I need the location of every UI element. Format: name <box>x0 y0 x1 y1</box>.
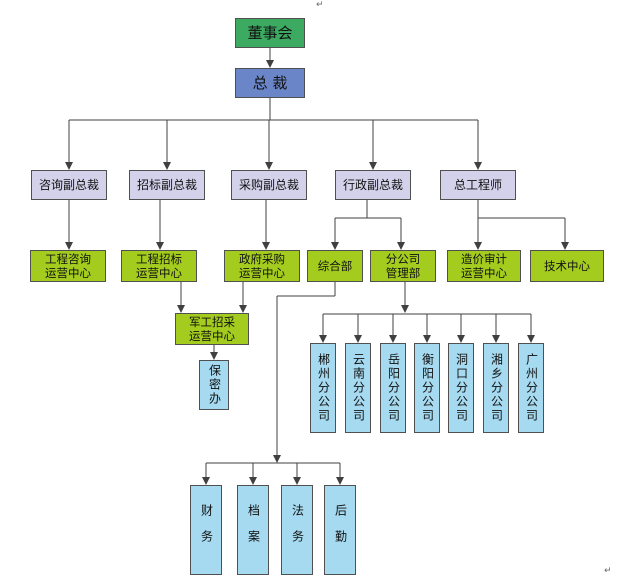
board-node: 董事会 <box>235 18 305 48</box>
military-center-node: 军工招采 运营中心 <box>175 313 249 345</box>
chief-engineer-node: 总工程师 <box>440 170 516 200</box>
branch-node: 郴州分公司 <box>310 343 336 433</box>
paragraph-mark-bottom: ↵ <box>604 566 612 576</box>
vp-consult-node: 咨询副总裁 <box>31 170 107 200</box>
branch-node: 岳阳分公司 <box>380 343 406 433</box>
vp-admin-node: 行政副总裁 <box>335 170 411 200</box>
cost-audit-center-node: 造价审计 运营中心 <box>447 250 521 282</box>
vp-bidding-node: 招标副总裁 <box>129 170 205 200</box>
branch-mgmt-node: 分公司 管理部 <box>370 250 436 282</box>
branch-node: 洞口分公司 <box>448 343 474 433</box>
department-node: 档案 <box>237 485 269 575</box>
vp-purchase-node: 采购副总裁 <box>231 170 307 200</box>
department-node: 财务 <box>190 485 222 575</box>
branch-node: 广州分公司 <box>518 343 544 433</box>
secrecy-office-node: 保密办 <box>199 360 229 410</box>
branch-node: 云南分公司 <box>345 343 371 433</box>
consult-center-node: 工程咨询 运营中心 <box>30 250 106 282</box>
ceo-node: 总 裁 <box>235 68 305 98</box>
branch-node: 湘乡分公司 <box>483 343 509 433</box>
general-dept-node: 综合部 <box>307 250 363 282</box>
department-node: 后勤 <box>324 485 356 575</box>
gov-purchase-center-node: 政府采购 运营中心 <box>224 250 300 282</box>
bidding-center-node: 工程招标 运营中心 <box>121 250 197 282</box>
tech-center-node: 技术中心 <box>530 250 604 282</box>
branch-node: 衡阳分公司 <box>414 343 440 433</box>
department-node: 法务 <box>281 485 313 575</box>
paragraph-mark-top: ↵ <box>316 0 324 10</box>
